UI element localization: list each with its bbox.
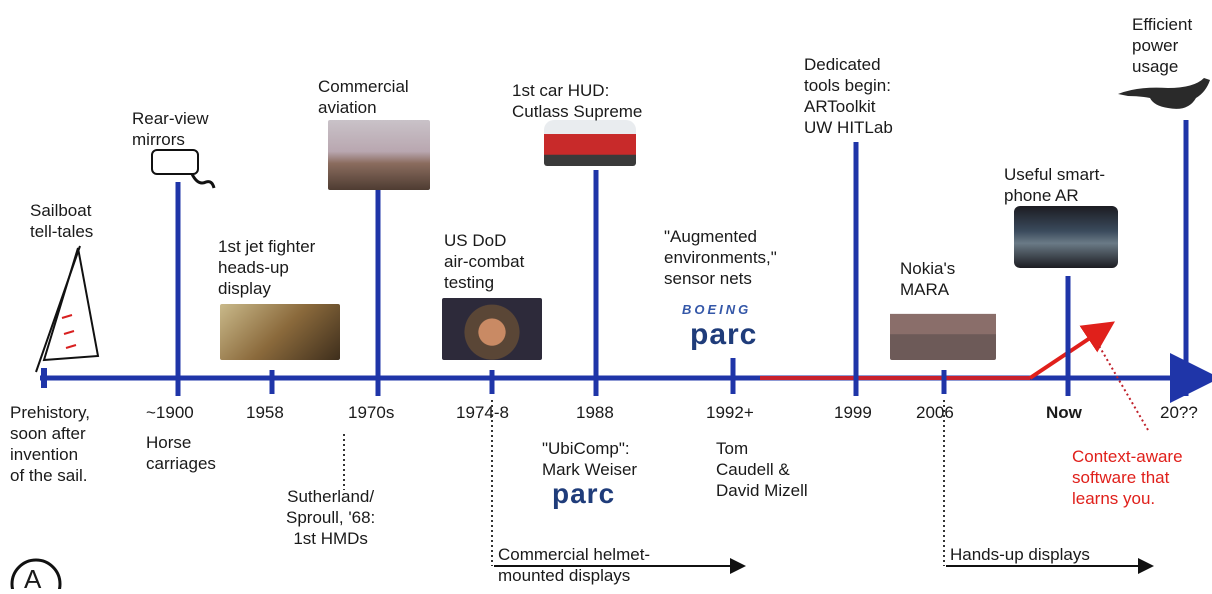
nokia-photo: [890, 302, 996, 360]
label-jet-hud: 1st jet fighter heads-up display: [218, 237, 316, 298]
era-1958: 1958: [246, 403, 284, 422]
label-handsup: Hands-up displays: [950, 545, 1090, 564]
era-1974: 1974-8: [456, 403, 509, 422]
label-sailboat: Sailboat tell-tales: [30, 201, 94, 241]
label-mirrors: Rear-view mirrors: [132, 109, 209, 149]
smartphone-photo: [1014, 206, 1118, 268]
label-car-hud: 1st car HUD: Cutlass Supreme: [512, 81, 643, 121]
label-tools: Dedicated tools begin: ARToolkit UW HITL…: [804, 55, 893, 137]
label-augmented: "Augmented environments," sensor nets: [664, 227, 777, 288]
corner-logo-ring: [10, 558, 62, 589]
label-nokia: Nokia's MARA: [900, 259, 956, 299]
label-ubicomp: "UbiComp": Mark Weiser: [542, 439, 638, 479]
glasses-icon: [1118, 78, 1210, 109]
mirror-sketch: [151, 149, 216, 189]
jet-hud-photo: [220, 304, 340, 360]
era-1992: 1992+: [706, 403, 754, 422]
dotted-context: [1097, 343, 1149, 431]
label-aviation: Commercial aviation: [318, 77, 409, 117]
era-now: Now: [1046, 403, 1082, 422]
era-1988: 1988: [576, 403, 614, 422]
car-photo: [544, 120, 636, 166]
parc-logo-bottom: parc: [552, 478, 616, 509]
era-2006: 2006: [916, 403, 954, 422]
label-sutherland: Sutherland/ Sproull, '68: 1st HMDs: [286, 487, 376, 548]
dod-photo: [442, 298, 542, 360]
label-helmet: Commercial helmet- mounted displays: [498, 545, 651, 585]
era-prehistory: Prehistory, soon after invention of the …: [10, 403, 90, 485]
label-power: Efficient power usage: [1132, 15, 1193, 76]
parc-logo-top: parc: [690, 318, 758, 351]
label-smartphone: Useful smart- phone AR: [1004, 165, 1106, 205]
aviation-photo: [328, 120, 430, 190]
era-1970s: 1970s: [348, 403, 395, 422]
label-context: Context-aware software that learns you.: [1072, 447, 1183, 508]
corner-logo-letter: A: [24, 564, 42, 594]
label-dod: US DoD air-combat testing: [444, 231, 525, 292]
label-caudell: Tom Caudell & David Mizell: [716, 439, 808, 500]
era-1999: 1999: [834, 403, 872, 422]
era-future: 20??: [1160, 403, 1198, 422]
sailboat-sketch: [35, 245, 100, 373]
label-horse: Horse carriages: [146, 433, 216, 473]
boeing-logo: BOEING: [682, 302, 752, 317]
era-1900: ~1900: [146, 403, 194, 422]
